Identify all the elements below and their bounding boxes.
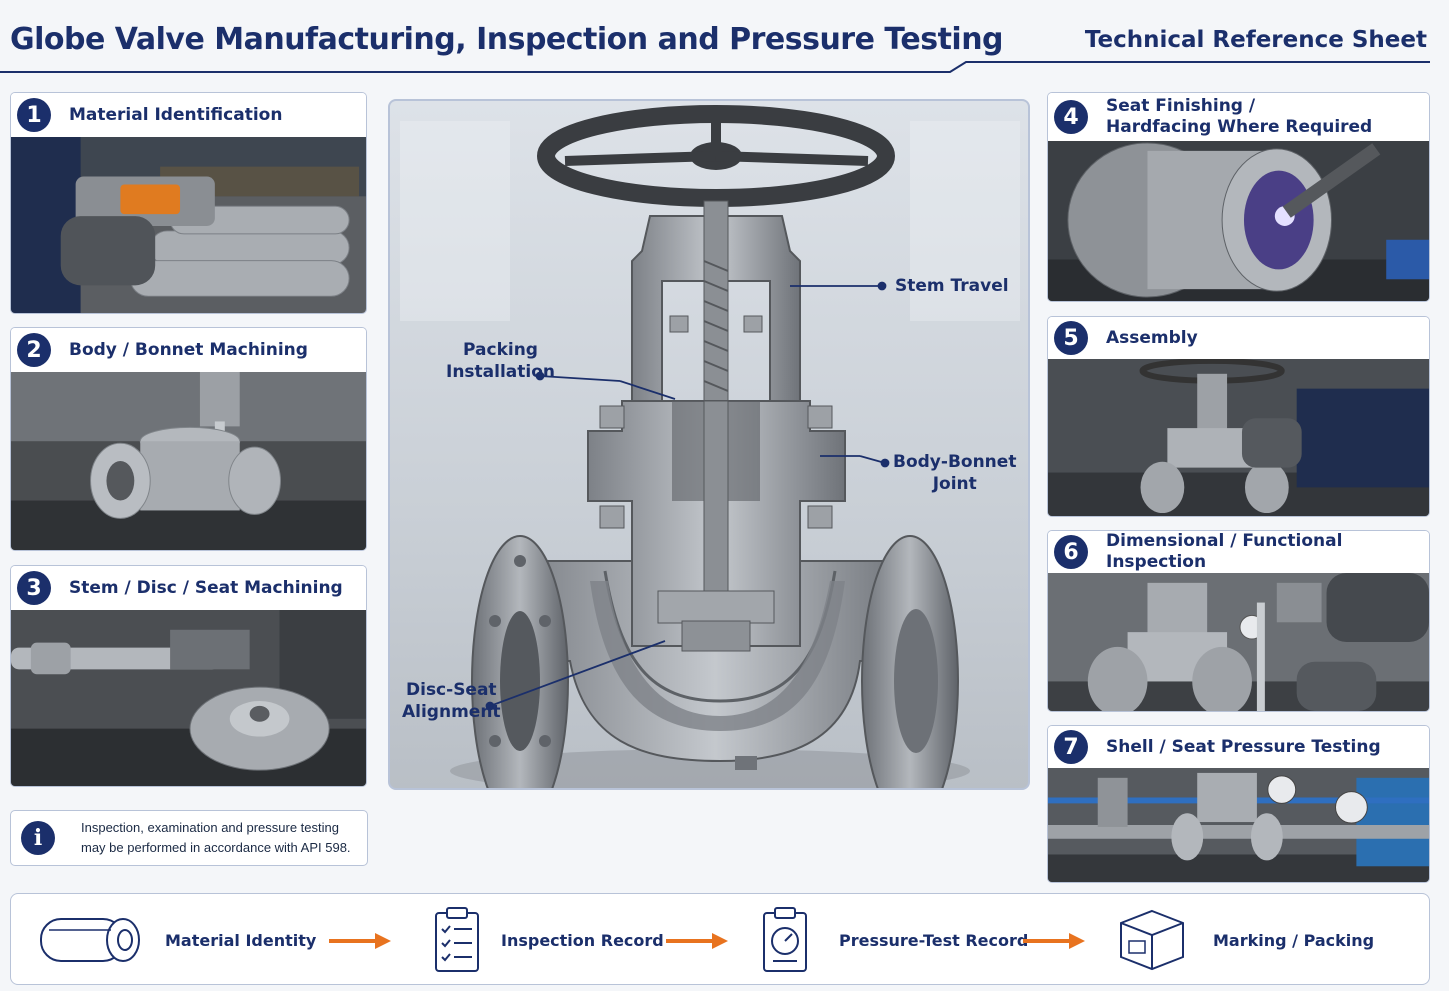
globe-valve-cutaway-illustration — [400, 105, 1020, 788]
step-label: Assembly — [1106, 327, 1198, 348]
flow-label: Marking / Packing — [1213, 930, 1375, 950]
step-card-pressure-testing: 7 Shell / Seat Pressure Testing — [1047, 725, 1430, 883]
callout-body-bonnet-line1: Body-Bonnet — [893, 452, 1017, 472]
callout-packing-line1: Packing — [463, 340, 538, 360]
inspection-photo — [1048, 573, 1429, 711]
step-card-stem-disc-seat-machining: 3 Stem / Disc / Seat Machining — [10, 565, 367, 787]
info-text-line2: may be performed in accordance with API … — [81, 840, 351, 855]
step-label: Body / Bonnet Machining — [69, 339, 308, 360]
step-label: Stem / Disc / Seat Machining — [69, 577, 343, 598]
hardfacing-photo — [1048, 141, 1429, 301]
callout-body-bonnet-line2: Joint — [932, 474, 977, 494]
callout-packing-installation: Packing Installation — [446, 339, 555, 383]
bar-stock-icon — [40, 918, 140, 962]
step-number-badge: 3 — [17, 571, 51, 605]
step-number-badge: 4 — [1054, 100, 1088, 134]
step-card-seat-finishing: 4 Seat Finishing / Hardfacing Where Requ… — [1047, 92, 1430, 302]
flow-arrow-icon — [329, 933, 391, 949]
checklist-clipboard-icon — [435, 907, 479, 972]
gauge-clipboard-icon — [763, 907, 807, 972]
step-card-material-identification: 1 Material Identification — [10, 92, 367, 314]
flow-step-material-identity: Material Identity — [39, 894, 316, 986]
step-card-dimensional-inspection: 6 Dimensional / Functional Inspection — [1047, 530, 1430, 712]
step-number-badge: 7 — [1054, 730, 1088, 764]
valve-cutaway-panel: Stem Travel Packing Installation Body-Bo… — [388, 99, 1030, 790]
info-icon: i — [21, 821, 55, 855]
record-flow-bar: Material Identity Inspection Record Pr — [10, 893, 1430, 985]
assembly-photo — [1048, 359, 1429, 516]
step-number-badge: 6 — [1054, 535, 1088, 569]
stem-machining-photo — [11, 610, 366, 786]
callout-disc-seat-line1: Disc-Seat — [406, 680, 497, 700]
flow-step-marking-packing: Marking / Packing — [1117, 894, 1374, 986]
flow-arrow-icon — [666, 933, 728, 949]
step-label-line1: Seat Finishing / — [1106, 96, 1256, 116]
callout-disc-seat-line2: Alignment — [402, 702, 501, 722]
pressure-test-photo — [1048, 768, 1429, 882]
step-number-badge: 1 — [17, 98, 51, 132]
callout-disc-seat-alignment: Disc-Seat Alignment — [402, 679, 501, 723]
step-number-badge: 2 — [17, 333, 51, 367]
step-number-badge: 5 — [1054, 321, 1088, 355]
flow-label: Pressure-Test Record — [839, 930, 1029, 950]
material-id-photo — [11, 137, 366, 313]
info-text: Inspection, examination and pressure tes… — [81, 818, 351, 858]
step-card-body-bonnet-machining: 2 Body / Bonnet Machining — [10, 327, 367, 551]
flow-label: Inspection Record — [501, 930, 664, 950]
step-label: Material Identification — [69, 104, 283, 125]
flow-step-inspection-record: Inspection Record — [433, 894, 664, 986]
step-card-assembly: 5 Assembly — [1047, 316, 1430, 517]
page-title: Globe Valve Manufacturing, Inspection an… — [10, 22, 1004, 57]
flow-arrow-icon — [1023, 933, 1085, 949]
page-subtitle: Technical Reference Sheet — [1084, 27, 1427, 53]
callout-body-bonnet-joint: Body-Bonnet Joint — [893, 451, 1016, 495]
callout-stem-travel: Stem Travel — [895, 276, 1009, 296]
flow-label: Material Identity — [165, 930, 317, 950]
step-label-line2: Hardfacing Where Required — [1106, 117, 1373, 137]
body-machining-photo — [11, 372, 366, 550]
step-label: Seat Finishing / Hardfacing Where Requir… — [1106, 96, 1372, 138]
step-label: Dimensional / Functional Inspection — [1106, 531, 1343, 572]
flow-step-pressure-test-record: Pressure-Test Record — [761, 894, 1028, 986]
callout-packing-line2: Installation — [446, 362, 556, 382]
info-note: i Inspection, examination and pressure t… — [10, 810, 368, 866]
step-label: Shell / Seat Pressure Testing — [1106, 736, 1381, 757]
package-box-icon — [1120, 909, 1184, 971]
info-text-line1: Inspection, examination and pressure tes… — [81, 820, 339, 835]
header-rule — [0, 61, 1430, 73]
